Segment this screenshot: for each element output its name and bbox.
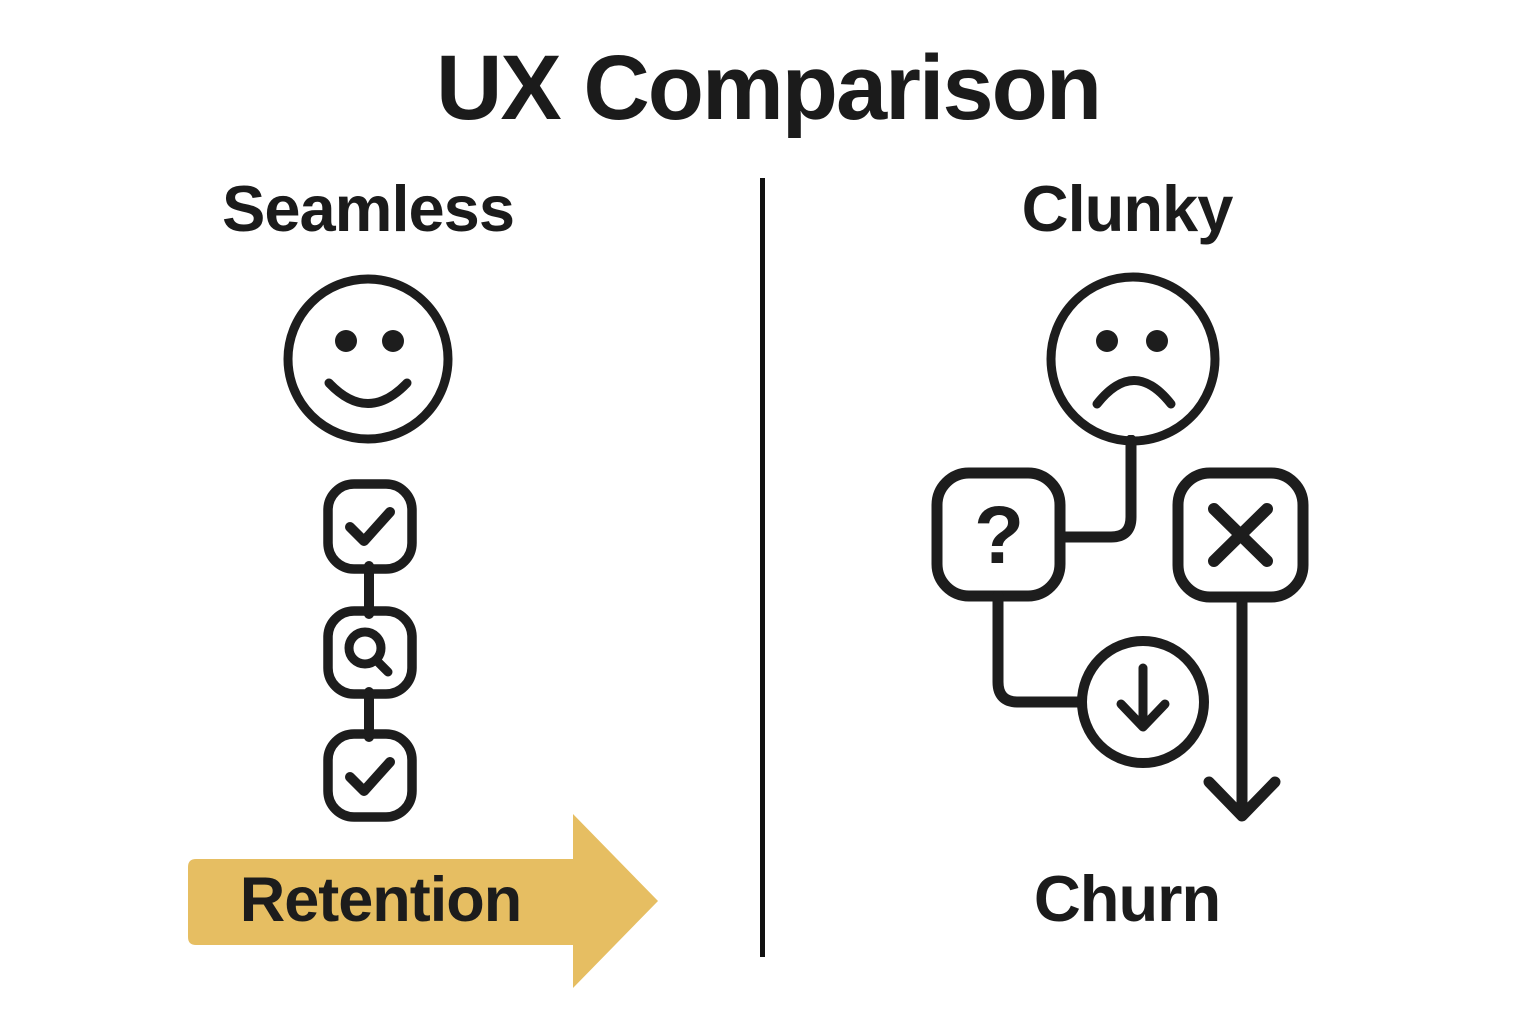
search-icon bbox=[323, 606, 417, 699]
clunky-heading: Clunky bbox=[1021, 172, 1234, 245]
face-to-question-connector bbox=[1056, 435, 1137, 543]
clunky-flowchart: ? bbox=[931, 435, 1309, 822]
question-mark-glyph: ? bbox=[974, 490, 1024, 581]
seamless-step-chain bbox=[323, 479, 417, 822]
sad-right-eye bbox=[1146, 330, 1168, 352]
frown-mouth bbox=[1092, 376, 1176, 409]
down-arrow-circle-icon bbox=[1077, 636, 1209, 768]
happy-face-outline bbox=[283, 274, 453, 444]
question-to-circle-connector bbox=[992, 590, 1087, 708]
long-down-arrow-icon bbox=[1203, 591, 1281, 822]
check-icon bbox=[323, 729, 417, 822]
x-icon bbox=[1172, 467, 1309, 603]
retention-arrow-shape bbox=[188, 814, 658, 988]
retention-label: Retention bbox=[239, 865, 522, 935]
page-title: UX Comparison bbox=[435, 37, 1102, 139]
happy-left-eye bbox=[335, 330, 357, 352]
sad-left-eye bbox=[1096, 330, 1118, 352]
sad-face-outline bbox=[1046, 272, 1220, 446]
column-divider bbox=[760, 178, 765, 957]
churn-label: Churn bbox=[1033, 862, 1221, 935]
check-icon bbox=[323, 479, 417, 574]
question-icon: ? bbox=[931, 467, 1066, 602]
seamless-heading: Seamless bbox=[222, 172, 515, 245]
sad-face-icon bbox=[1046, 272, 1220, 446]
smile-mouth bbox=[324, 378, 412, 408]
happy-face-icon bbox=[283, 274, 453, 444]
retention-arrow bbox=[188, 814, 658, 988]
happy-right-eye bbox=[382, 330, 404, 352]
